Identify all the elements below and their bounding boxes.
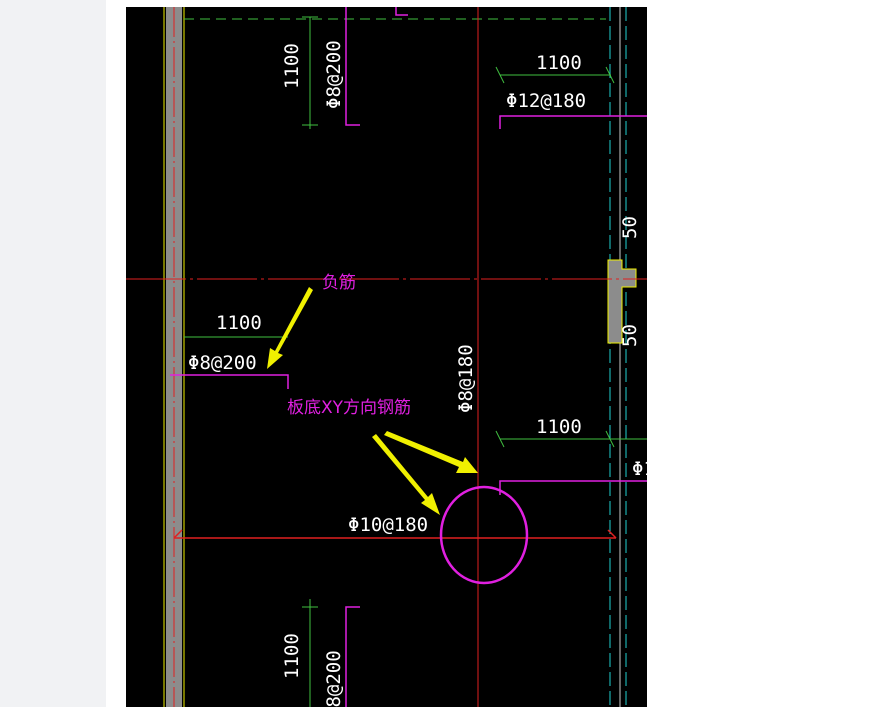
negative-rebar-right [499, 115, 647, 129]
dim-label: 1100 [281, 633, 303, 679]
dim-tick [605, 66, 615, 84]
bottom-rebar-hook [173, 529, 183, 539]
dim-tick [605, 430, 615, 448]
right-column-block [607, 259, 637, 344]
dim-label: 1100 [281, 43, 303, 89]
edge-label: 50 [619, 216, 641, 239]
dim-label: 1100 [536, 52, 582, 74]
arrow-bottom-rebar-2 [372, 434, 440, 515]
dim-tick [495, 430, 505, 448]
rebar-label: Φ8@200 [323, 40, 345, 109]
negative-rebar-bottom [345, 606, 360, 707]
left-gutter [0, 0, 106, 707]
arrow-negative-rebar [267, 287, 313, 369]
annotation-bottom-xy-rebar: 板底XY方向钢筋 [287, 398, 411, 418]
cad-drawing: 1100 Φ8@200 1100 Φ12@180 50 50 1100 Φ8@2… [126, 7, 647, 707]
rebar-label: Φ8@180 [455, 344, 477, 413]
dim-label: 1100 [216, 312, 262, 334]
dim-tick [495, 66, 505, 84]
rebar-label: Φ12@180 [506, 90, 586, 112]
edge-label: Φ1 [632, 458, 647, 480]
dim-label: 1100 [536, 416, 582, 438]
annotation-negative-rebar: 负筋 [322, 273, 356, 293]
negative-rebar-mid-right [499, 480, 647, 495]
bottom-rebar-hook [607, 529, 617, 539]
rebar-label: Φ8@200 [188, 352, 257, 374]
arrow-bottom-rebar-1 [384, 431, 478, 473]
top-magenta-stub [395, 7, 408, 16]
rebar-label: Φ8@200 [323, 650, 345, 707]
rebar-label: Φ10@180 [348, 514, 428, 536]
edge-label: 50 [619, 324, 641, 347]
highlight-circle [439, 485, 529, 585]
negative-rebar-mid-left [170, 374, 289, 389]
negative-rebar-top [345, 7, 360, 126]
